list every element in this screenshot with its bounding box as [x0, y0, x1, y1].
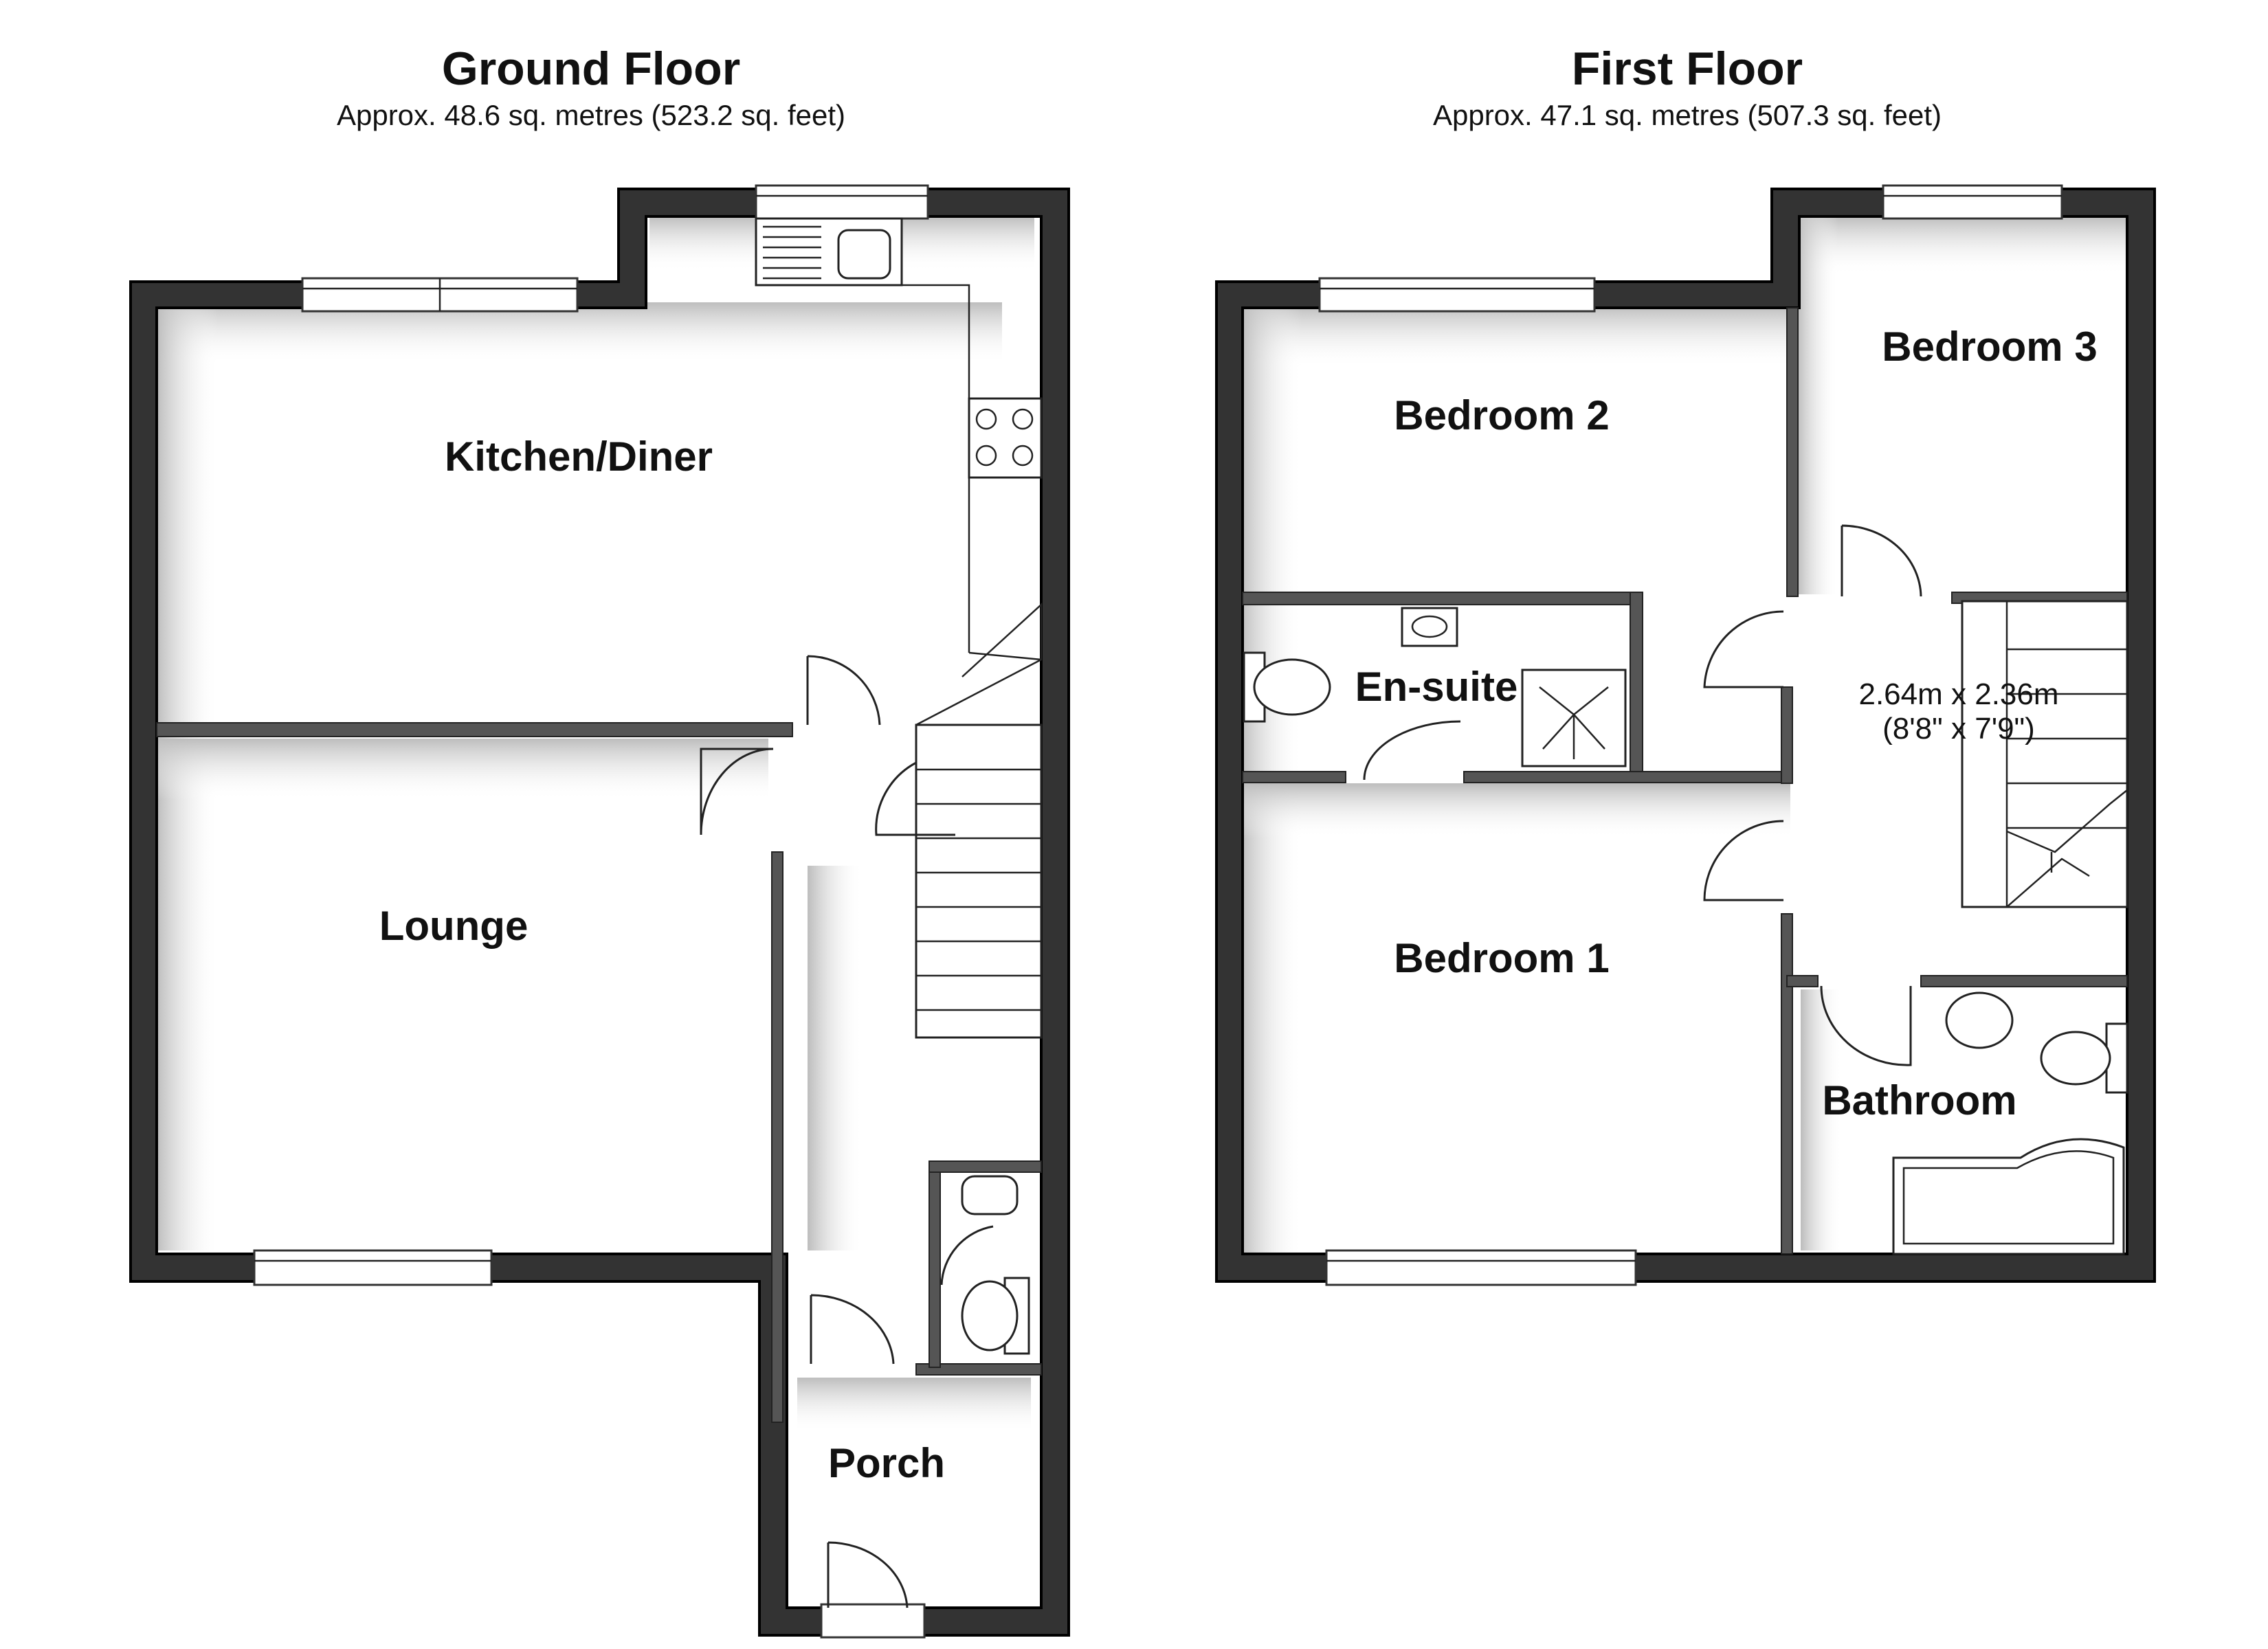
bathroom-door	[1820, 985, 1912, 1066]
ground-floor-stairs	[915, 603, 1043, 1039]
hob	[968, 397, 1043, 479]
room-label-bedroom3: Bedroom 3	[1882, 324, 2097, 370]
landing-dimensions-imperial: (8'8" x 7'9")	[1882, 712, 2035, 745]
kitchen-door	[806, 655, 881, 726]
bedroom3-wall-left	[1786, 307, 1799, 597]
kitchen-window-right	[755, 184, 929, 220]
room-label-porch: Porch	[828, 1440, 945, 1486]
ensuite-toilet	[1253, 658, 1331, 716]
landing-dimensions-metric: 2.64m x 2.36m	[1858, 677, 2058, 711]
room-label-ensuite: En-suite	[1355, 664, 1518, 710]
first-floor-stairs	[1961, 600, 2128, 908]
first-floor-plan: Bedroom 2 Bedroom 3 En-suite Bedroom 1 B…	[1215, 184, 2156, 1286]
bedroom2-door	[1703, 610, 1784, 688]
room-label-bathroom: Bathroom	[1822, 1077, 2016, 1123]
first-floor-outer-wall	[1215, 188, 2156, 1283]
wc-toilet	[961, 1280, 1019, 1351]
room-label-kitchen: Kitchen/Diner	[445, 434, 713, 480]
bedroom1-wall-top	[1242, 771, 1346, 783]
bathroom-bath	[1892, 1138, 2125, 1255]
ensuite-wall-right	[1630, 592, 1643, 782]
bathroom-basin	[1945, 991, 2014, 1049]
room-label-bedroom1: Bedroom 1	[1394, 935, 1609, 981]
bedroom3-door	[1841, 524, 1922, 597]
landing-wall	[1781, 686, 1793, 784]
wc-basin	[961, 1175, 1019, 1215]
bedroom1-window	[1325, 1249, 1637, 1286]
ensuite-basin	[1401, 607, 1458, 647]
porch-front-door-frame	[820, 1603, 926, 1639]
room-label-bedroom2: Bedroom 2	[1394, 392, 1609, 438]
ground-floor-plan: Kitchen/Diner Lounge Porch	[129, 184, 1070, 1639]
room-label-lounge: Lounge	[379, 903, 529, 949]
hall-door	[810, 1294, 895, 1365]
porch-wall	[915, 1363, 1042, 1376]
ground-floor-area: Approx. 48.6 sq. metres (523.2 sq. feet)	[337, 99, 845, 131]
wc-door	[940, 1225, 994, 1286]
ground-floor-title: Ground Floor	[442, 43, 740, 95]
bedroom1-door	[1703, 820, 1784, 901]
lounge-door	[700, 748, 774, 835]
kitchen-lounge-wall	[156, 722, 793, 737]
first-floor-area: Approx. 47.1 sq. metres (507.3 sq. feet)	[1433, 99, 1942, 131]
under-stairs-door	[875, 761, 955, 836]
wc-wall	[929, 1160, 941, 1368]
lounge-window	[253, 1249, 493, 1286]
hall-wall	[771, 851, 783, 1423]
bedroom1-wall-right	[1781, 913, 1793, 1255]
first-floor-title: First Floor	[1572, 43, 1803, 95]
bedroom3-window	[1882, 184, 2063, 220]
bedroom2-window	[1318, 277, 1596, 313]
bathroom-wall-top	[1920, 975, 2128, 987]
ensuite-wall-top	[1242, 592, 1642, 605]
porch-front-door	[827, 1541, 909, 1608]
ensuite-door	[1363, 720, 1461, 781]
bathroom-toilet	[2040, 1031, 2111, 1086]
